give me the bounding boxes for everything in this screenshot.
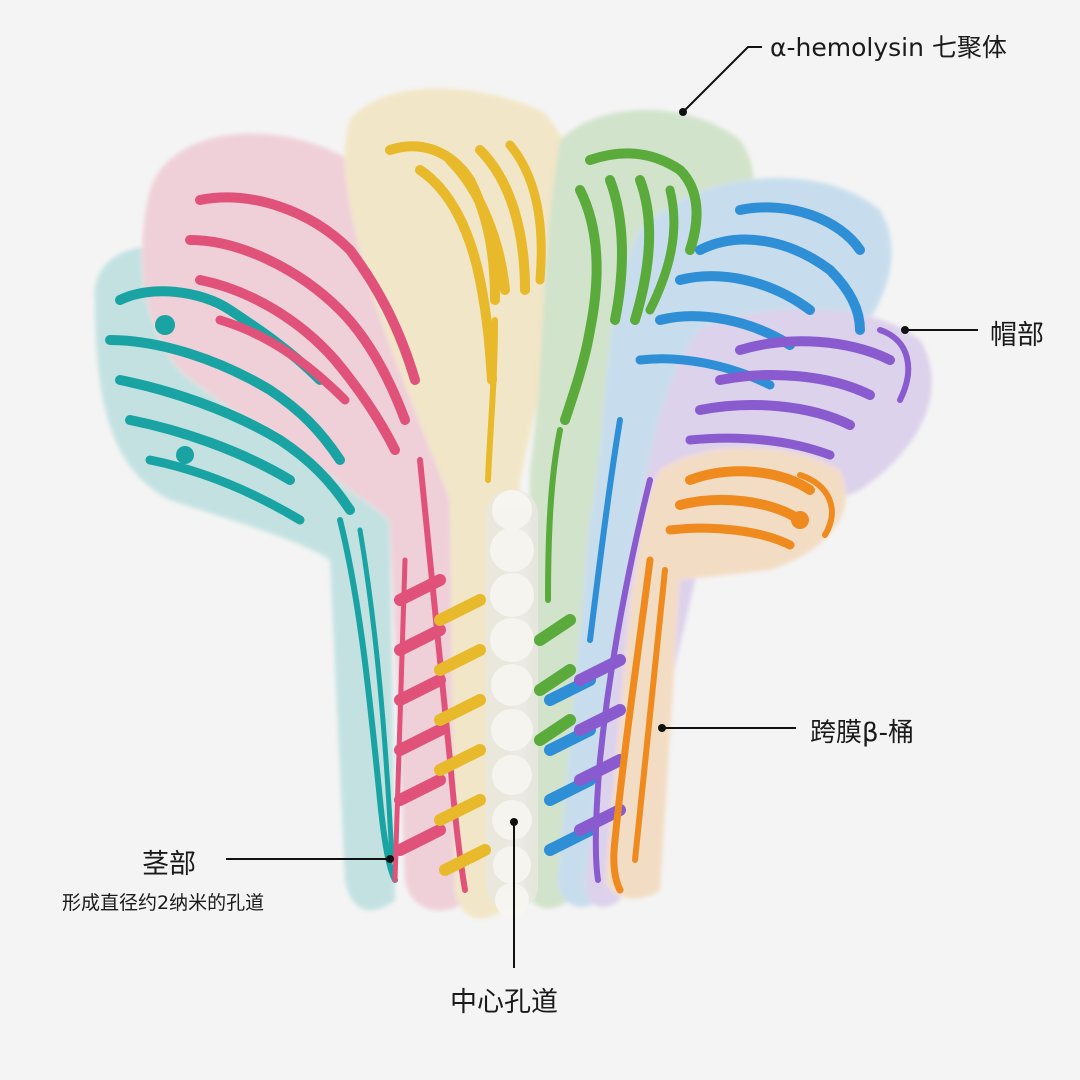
surface-subunit-7 (605, 447, 847, 899)
pore-bead (490, 618, 534, 662)
leader-center-dot (510, 818, 518, 826)
surface-subunit-6 (585, 308, 932, 908)
leader-barrel-dot (658, 724, 666, 732)
pore-bead (493, 846, 531, 884)
pore-bead (490, 528, 534, 572)
pore-bead (492, 755, 532, 795)
structure-title: α-hemolysin 七聚体 (770, 33, 1007, 62)
pore-bead (492, 490, 532, 530)
stem-label: 茎部 (142, 849, 196, 880)
barrel-label: 跨膜β-桶 (810, 718, 914, 748)
central-pore (486, 490, 538, 917)
leader-cap-dot (901, 326, 909, 334)
center-channel-label: 中心孔道 (450, 987, 558, 1018)
pore-bead (491, 664, 533, 706)
leader-lines (226, 46, 978, 968)
ribbon-subunit-2 (185, 192, 468, 893)
pore-bead (491, 709, 533, 751)
leader-stem-dot (386, 855, 394, 863)
ribbon-subunit-3 (385, 140, 546, 876)
pore-bead (495, 883, 529, 917)
stem-description: 形成直径约2纳米的孔道 (62, 892, 265, 914)
leader-title-dot (679, 108, 687, 116)
surface-layer (94, 88, 932, 919)
ribbon-subunit-7 (610, 466, 835, 894)
ribbon-subunit-4 (534, 148, 702, 746)
pore-bead (490, 573, 534, 617)
leader-title (682, 46, 762, 113)
ribbon-subunit-6 (574, 327, 912, 883)
cap-label: 帽部 (990, 320, 1044, 351)
surface-subunit-3 (344, 88, 574, 919)
